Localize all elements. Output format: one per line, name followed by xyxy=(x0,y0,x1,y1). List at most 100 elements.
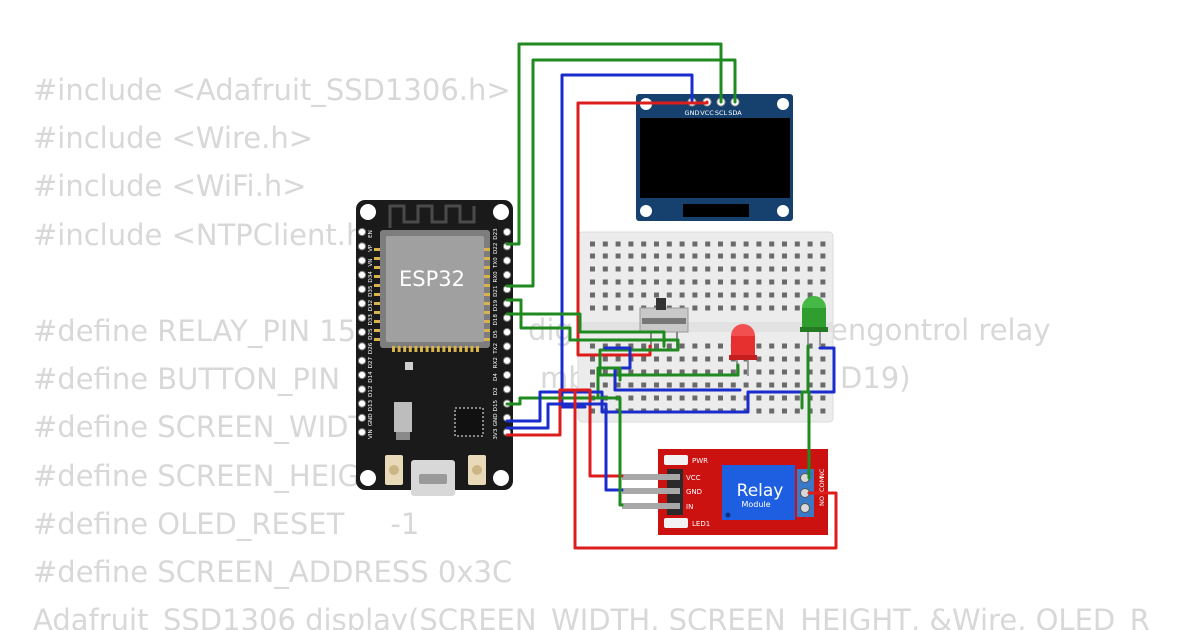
esp32-module-pad xyxy=(484,275,490,278)
breadboard-hole xyxy=(641,395,647,401)
code-line: #define SCREEN_WIDTH xyxy=(33,410,388,445)
esp32-pin-label: D2 xyxy=(493,387,499,395)
wire-oled-vcc[interactable] xyxy=(576,100,709,357)
esp32-pin-d33[interactable] xyxy=(357,313,367,322)
wire-oled-sda[interactable] xyxy=(505,58,737,288)
esp32-pin-label: D14 xyxy=(368,371,374,383)
breadboard-hole xyxy=(679,343,685,349)
esp32-pin-d23[interactable] xyxy=(502,227,512,237)
breadboard-hole xyxy=(641,343,647,349)
breadboard-hole xyxy=(718,266,723,272)
esp32-pin-label: D25 xyxy=(368,328,374,340)
breadboard-hole xyxy=(756,395,762,401)
breadboard-hole xyxy=(679,292,685,298)
breadboard-hole xyxy=(769,266,775,272)
breadboard-hole xyxy=(807,292,813,298)
esp32-module-pad xyxy=(484,257,490,260)
esp32-pin-tx0[interactable] xyxy=(502,256,512,265)
code-line: #include <WiFi.h> xyxy=(33,169,307,204)
breadboard-hole xyxy=(641,382,647,388)
esp32-board[interactable]: ESP32 ENVPVND34D35D32D33D25D26D27D14D12D… xyxy=(356,200,513,496)
esp32-module-pad xyxy=(484,302,490,305)
esp32-pin-d25[interactable] xyxy=(357,328,367,337)
relay-pin-vcc[interactable] xyxy=(622,474,680,480)
wire-switch-signal[interactable] xyxy=(505,298,666,348)
breadboard-hole xyxy=(794,253,800,259)
esp32-pin-d32[interactable] xyxy=(357,299,367,308)
relay-terminal-screw[interactable] xyxy=(800,503,810,513)
esp32-pin-d4[interactable] xyxy=(502,370,512,380)
breadboard-hole xyxy=(590,253,595,259)
breadboard-hole xyxy=(590,382,595,388)
breadboard-hole xyxy=(654,369,659,375)
esp32-pin-rx0[interactable] xyxy=(502,270,512,279)
esp32-pin-d13[interactable] xyxy=(357,399,367,408)
esp32-pin-d34[interactable] xyxy=(357,270,367,279)
esp32-pin-label: GND xyxy=(493,413,499,426)
esp32-module-pad xyxy=(470,346,474,352)
led-red[interactable] xyxy=(729,324,757,376)
relay-terminal-label: COM xyxy=(818,477,826,492)
wire-led-green-signal[interactable] xyxy=(800,344,810,410)
breadboard-hole xyxy=(794,279,800,285)
switch-knob[interactable] xyxy=(656,298,666,310)
breadboard-hole xyxy=(794,382,800,388)
relay-pin-label: IN xyxy=(686,503,693,511)
esp32-pin-tx2[interactable] xyxy=(502,342,512,351)
breadboard-hole xyxy=(602,266,608,272)
breadboard-hole xyxy=(705,253,711,259)
breadboard-hole xyxy=(794,395,800,401)
esp32-pin-d2[interactable] xyxy=(502,385,512,394)
wire-button-led[interactable] xyxy=(505,312,740,377)
esp32-pin-vin[interactable] xyxy=(357,428,367,437)
breadboard-hole xyxy=(756,279,762,285)
breadboard-hole xyxy=(679,356,685,362)
wire-oled-gnd[interactable] xyxy=(560,73,694,409)
relay-module[interactable]: PWR LED1 VCC GND IN Relay Module NO COM … xyxy=(622,449,828,535)
esp32-pin-en[interactable] xyxy=(357,227,367,237)
breadboard-hole xyxy=(602,279,608,285)
esp32-pin-d12[interactable] xyxy=(357,385,367,394)
wire-gnd-bus[interactable] xyxy=(505,346,836,423)
breadboard-hole xyxy=(807,382,813,388)
oled-display[interactable]: GND VCC SCL SDA xyxy=(636,94,793,221)
breadboard-hole xyxy=(718,279,723,285)
esp32-pin-headers[interactable]: ENVPVND34D35D32D33D25D26D27D14D12D13GNDV… xyxy=(357,227,512,440)
esp32-pin-vn[interactable] xyxy=(357,256,367,265)
esp32-pin-rx2[interactable] xyxy=(502,356,512,365)
wire-oled-scl[interactable] xyxy=(505,42,723,246)
breadboard-hole xyxy=(705,279,711,285)
wire-relay-gnd[interactable] xyxy=(505,402,624,492)
esp32-module-pad xyxy=(484,248,490,251)
wire-relay-in[interactable] xyxy=(596,396,624,507)
esp32-pin-d5[interactable] xyxy=(502,328,512,337)
breadboard-hole xyxy=(794,241,800,247)
breadboard-hole xyxy=(756,292,762,298)
breadboard-hole xyxy=(641,253,647,259)
relay-pin-label: VCC xyxy=(686,474,701,482)
relay-pin-in[interactable] xyxy=(622,503,680,509)
breadboard-hole xyxy=(602,241,608,247)
led-green[interactable] xyxy=(800,296,828,346)
breadboard-hole xyxy=(654,241,659,247)
esp32-pin-d35[interactable] xyxy=(357,285,367,294)
breadboard-hole xyxy=(615,305,621,311)
breadboard-hole xyxy=(628,305,634,311)
breadboard-hole xyxy=(730,279,736,285)
esp32-pin-d26[interactable] xyxy=(357,342,367,351)
relay-pin-gnd[interactable] xyxy=(622,488,680,494)
esp32-pin-vp[interactable] xyxy=(357,242,367,251)
wire-relay-com[interactable] xyxy=(573,388,838,550)
relay-pin-label: GND xyxy=(686,488,702,496)
esp32-pin-d14[interactable] xyxy=(357,370,367,380)
esp32-pin-gnd[interactable] xyxy=(357,413,367,422)
esp32-pin-label: D34 xyxy=(368,271,374,283)
breadboard-hole xyxy=(718,343,723,349)
breadboard-hole xyxy=(666,279,672,285)
esp32-pin-d27[interactable] xyxy=(357,356,367,365)
oled-mount-hole xyxy=(777,205,789,217)
wire-led-red-gnd[interactable] xyxy=(603,346,742,392)
breadboard-hole xyxy=(590,369,595,375)
breadboard-hole xyxy=(654,356,659,362)
breadboard-hole xyxy=(615,343,621,349)
